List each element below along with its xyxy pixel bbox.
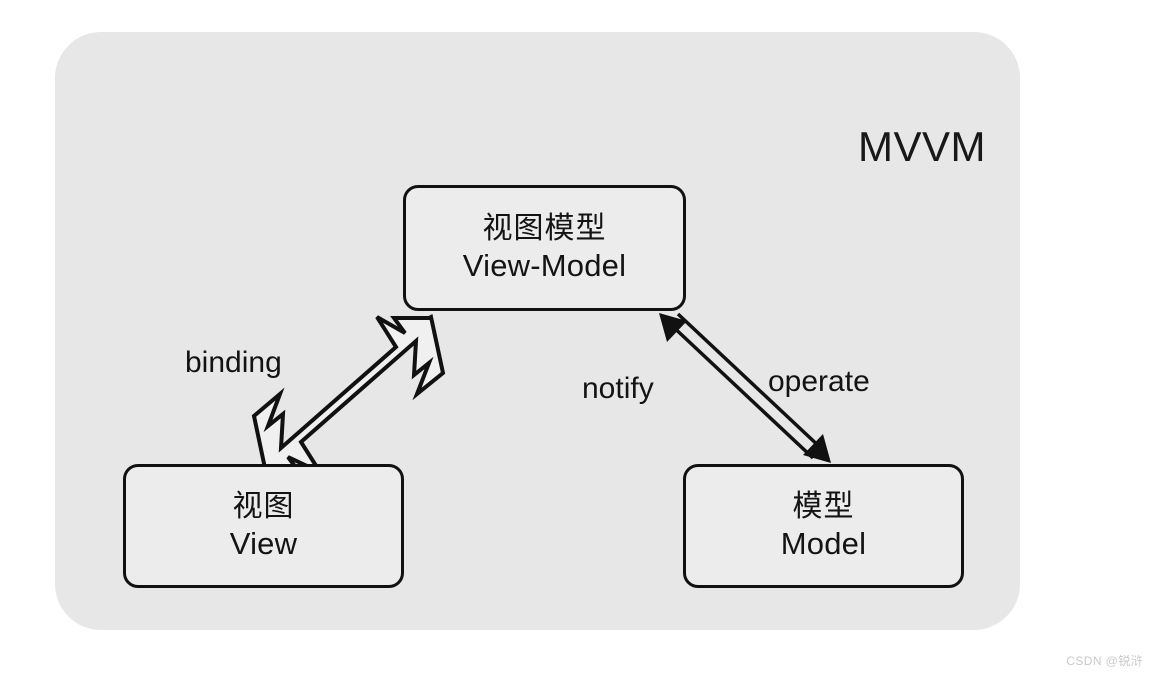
node-view-model[interactable]: 视图模型 View-Model (403, 185, 686, 311)
node-view[interactable]: 视图 View (123, 464, 404, 588)
node-model[interactable]: 模型 Model (683, 464, 964, 588)
node-model-en: Model (780, 526, 867, 562)
edge-label-notify: notify (582, 372, 654, 405)
node-view-cn: 视图 (232, 489, 295, 523)
node-view-model-cn: 视图模型 (482, 211, 607, 245)
page-title: MVVM (858, 123, 986, 170)
edge-label-binding: binding (185, 346, 282, 379)
watermark: CSDN @锐浒 (1066, 654, 1143, 668)
node-view-model-en: View-Model (462, 248, 627, 284)
node-view-en: View (229, 526, 298, 562)
edge-label-operate: operate (768, 365, 870, 398)
node-model-cn: 模型 (792, 489, 855, 523)
